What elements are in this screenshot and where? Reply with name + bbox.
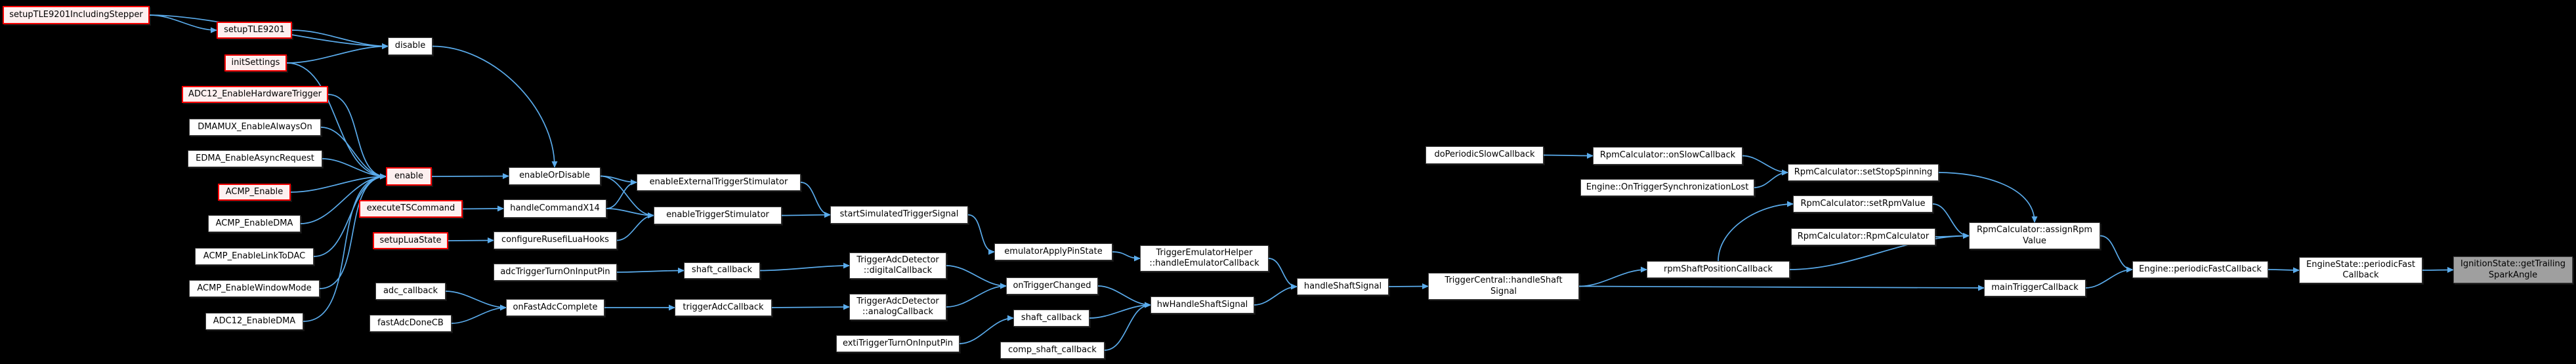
edge-n47-n48: [2085, 266, 2133, 289]
node-setupluastate[interactable]: setupLuaState: [373, 232, 448, 249]
edge-n38-n47: [1578, 285, 1985, 291]
edge-n46-n48: [2100, 235, 2133, 273]
edge-n20-n24: [616, 212, 654, 241]
edge-n31-n35: [1112, 251, 1141, 262]
edge-n33-n36: [1089, 302, 1151, 319]
edge-n26-n29: [771, 304, 850, 310]
edge-n17-n22: [451, 304, 507, 324]
node-extitriggerturnoninputpin[interactable]: extiTriggerTurnOnInputPin: [836, 335, 960, 352]
edge-n25-n28: [759, 262, 850, 272]
edge-n3-n13: [286, 62, 387, 180]
node-rpmcalculator-setstopspinning[interactable]: RpmCalculator::setStopSpinning: [1788, 164, 1939, 181]
node-rpmshaftpositioncallback[interactable]: rpmShaftPositionCallback: [1647, 261, 1790, 278]
edge-n27-n31: [967, 214, 995, 255]
edge-n34-n36: [1104, 302, 1151, 351]
node-startsimulatedtriggersignal[interactable]: startSimulatedTriggerSignal: [830, 206, 968, 224]
node-handleshaftsignal[interactable]: handleShaftSignal: [1297, 278, 1389, 295]
edge-n40-n42: [1742, 155, 1788, 176]
edge-n24-n27: [781, 212, 831, 218]
node-triggercentral-handleshaft-signal[interactable]: TriggerCentral::handleShaft Signal: [1428, 273, 1579, 300]
edge-n32-n36: [1097, 285, 1151, 308]
node-acmp-enable[interactable]: ACMP_Enable: [218, 184, 291, 201]
edge-n39-n40: [1543, 152, 1594, 159]
node-adc12-enabledma[interactable]: ADC12_EnableDMA: [205, 313, 303, 330]
node-triggeradcdetector-analogcallback[interactable]: TriggerAdcDetector ::analogCallback: [849, 294, 946, 320]
edge-n7-n13: [290, 173, 387, 193]
edge-n28-n32: [946, 265, 1007, 289]
edge-n49-n50: [2422, 267, 2454, 273]
node-adctriggerturnoninputpin[interactable]: adcTriggerTurnOnInputPin: [494, 264, 617, 281]
node-triggeremulatorhelper-handleemulatorcallback[interactable]: TriggerEmulatorHelper ::handleEmulatorCa…: [1140, 245, 1269, 272]
node-rpmcalculator-setrpmvalue[interactable]: RpmCalculator::setRpmValue: [1793, 195, 1933, 212]
node-disable[interactable]: disable: [388, 37, 433, 55]
node-onfastadccomplete[interactable]: onFastAdcComplete: [506, 299, 604, 316]
node-rpmcalculator-assignrpm-value[interactable]: RpmCalculator::assignRpm Value: [1969, 222, 2100, 249]
node-setuptle9201[interactable]: setupTLE9201: [217, 22, 292, 39]
node-engine-periodicfastcallback[interactable]: Engine::periodicFastCallback: [2132, 261, 2268, 278]
edge-n29-n32: [946, 283, 1007, 308]
edge-n4-n13: [327, 94, 387, 180]
edge-n23-n27: [800, 182, 831, 218]
node-rpmcalculator-onslowcallback[interactable]: RpmCalculator::onSlowCallback: [1593, 147, 1742, 165]
node-handlecommandx14[interactable]: handleCommandX14: [503, 199, 606, 218]
node-enableexternaltriggerstimulator[interactable]: enableExternalTriggerStimulator: [637, 174, 801, 191]
node-triggeradcdetector-digitalcallback[interactable]: TriggerAdcDetector ::digitalCallback: [849, 253, 946, 279]
node-rpmcalculator-rpmcalculator[interactable]: RpmCalculator::RpmCalculator: [1791, 228, 1935, 245]
edge-n43-n46: [1932, 203, 1970, 239]
node-acmp-enablelinktodac[interactable]: ACMP_EnableLinkToDAC: [195, 248, 314, 265]
edge-n12-n18: [432, 45, 558, 168]
node-fastadcdonecb[interactable]: fastAdcDoneCB: [370, 315, 452, 332]
node-acmp-enablewindowmode[interactable]: ACMP_EnableWindowMode: [189, 280, 320, 297]
node-adc-callback[interactable]: adc_callback: [375, 283, 446, 300]
edge-n38-n45: [1578, 266, 1647, 287]
node-hwhandleshaftsignal[interactable]: hwHandleShaftSignal: [1151, 296, 1254, 313]
node-engine-ontriggersynchronizationlost[interactable]: Engine::OnTriggerSynchronizationLost: [1580, 179, 1754, 196]
node-maintriggercallback[interactable]: mainTriggerCallback: [1984, 279, 2086, 296]
node-enginestate-periodicfast-callback[interactable]: EngineState::periodicFast Callback: [2299, 257, 2422, 283]
node-enabletriggerstimulator[interactable]: enableTriggerStimulator: [654, 207, 782, 224]
edge-n45-n46: [1789, 233, 1970, 270]
node-configurerusefiluahooks[interactable]: configureRusefiLuaHooks: [494, 232, 617, 249]
edge-n36-n37: [1254, 283, 1298, 306]
edge-n11-n13: [303, 173, 387, 322]
edge-n19-n23: [606, 179, 637, 209]
node-ignitionstate-gettrailing-sparkangle: IgnitionState::getTrailing SparkAngle: [2453, 256, 2573, 283]
node-shaft-callback[interactable]: shaft_callback: [1013, 310, 1089, 327]
edge-n35-n37: [1268, 258, 1298, 290]
node-edma-enableasyncrequest[interactable]: EDMA_EnableAsyncRequest: [188, 150, 322, 167]
edge-n42-n46: [1938, 172, 2038, 223]
edge-n3-n12: [286, 43, 389, 64]
node-enable[interactable]: enable: [386, 167, 432, 186]
node-acmp-enabledma[interactable]: ACMP_EnableDMA: [208, 215, 301, 232]
edge-n13-n18: [431, 173, 509, 180]
node-ontriggerchanged[interactable]: onTriggerChanged: [1006, 277, 1098, 294]
edge-n2-n12: [291, 30, 389, 49]
edge-n6-n13: [322, 158, 387, 180]
node-enableordisable[interactable]: enableOrDisable: [509, 167, 601, 185]
node-dmamux-enablealwayson[interactable]: DMAMUX_EnableAlwaysOn: [189, 119, 321, 136]
edge-n10-n13: [319, 173, 387, 289]
edge-n16-n22: [445, 291, 507, 311]
node-comp-shaft-callback[interactable]: comp_shaft_callback: [1000, 342, 1105, 359]
node-emulatorapplypinstate[interactable]: emulatorApplyPinState: [994, 243, 1112, 260]
edge-n18-n24: [600, 175, 654, 218]
edge-n5-n13: [320, 127, 387, 180]
node-initsettings[interactable]: initSettings: [224, 54, 287, 71]
node-setuptle9201includingstepper[interactable]: setupTLE9201IncludingStepper: [3, 6, 150, 24]
edge-n21-n25: [616, 268, 685, 274]
edge-n30-n33: [959, 315, 1014, 344]
node-shaft-callback[interactable]: shaft_callback: [684, 262, 760, 279]
node-doperiodicslowcallback[interactable]: doPeriodicSlowCallback: [1425, 146, 1544, 164]
node-triggeradccallback[interactable]: triggerAdcCallback: [675, 299, 772, 316]
node-executetscommand[interactable]: executeTSCommand: [359, 200, 463, 218]
node-adc12-enablehardwaretrigger[interactable]: ADC12_EnableHardwareTrigger: [182, 86, 328, 103]
edge-n45-n43: [1718, 201, 1794, 262]
edge-n41-n42: [1754, 169, 1788, 188]
